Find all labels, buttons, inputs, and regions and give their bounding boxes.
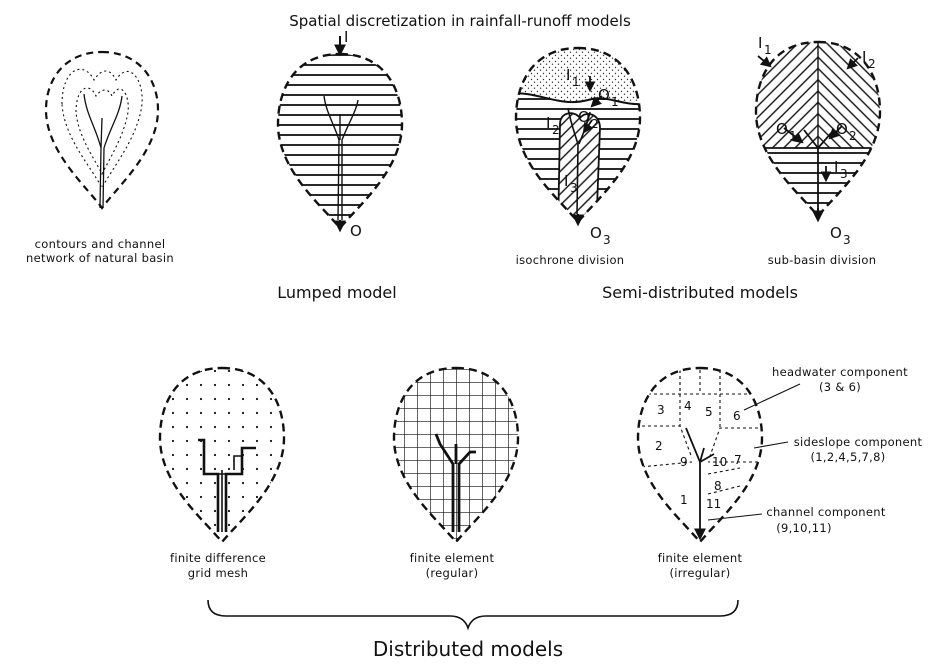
subbasin-caption: sub-basin division [768,253,877,267]
isochrone-o2-arrow [582,119,594,134]
isochrone-panel [514,46,642,227]
fd-channel-cells [208,448,243,532]
fe-irregular-headwater-lines [679,368,721,394]
subbasin-i1-arrow [757,55,772,68]
iso-o3-label: O [590,224,602,242]
fe-regular-channel [434,433,476,532]
element-number-6: 6 [733,409,741,423]
subbasin-o1-arrow [783,127,804,144]
fd-grid-panel [158,366,286,544]
fe-irregular-panel [636,366,764,544]
subbasin-panel [754,40,882,223]
sub-i1-label: I [758,34,762,52]
element-number-11: 11 [706,497,721,511]
lumped-group-label: Lumped model [277,283,396,302]
fd-stepped-channel [198,438,256,532]
natural-caption-line1: contours and channel [35,237,166,251]
iso-i3-label: I [564,172,568,190]
isochrone-o1-arrow [590,95,603,108]
sub-o3-sub: 3 [843,233,851,247]
iso-i1-sub: 1 [572,75,580,89]
iso-o2-label: O [578,108,590,126]
distributed-brace [207,599,739,631]
subbasin-o2-arrow [828,125,843,140]
fe-regular-caption-line2: (regular) [426,566,479,580]
fe-regular-caption-line1: finite element [410,551,495,565]
iso-i1-label: I [566,66,570,84]
iso-i3-sub: 3 [570,181,578,195]
element-number-4: 4 [684,399,692,413]
channel-network [83,93,123,209]
fe-regular-panel [392,366,520,544]
lumped-model-panel [276,36,404,233]
fe-irregular-element-boundaries [638,368,762,495]
isochrone-line-1 [516,92,640,106]
sub-i2-label: I [862,48,866,66]
subbasin-i2-arrow [846,57,859,70]
fe-irregular-channel [685,427,715,538]
sideslope-label: sideslope component [794,435,923,449]
natural-basin-panel [44,50,160,210]
lumped-output-label: O [350,222,362,240]
headwater-label: headwater component [772,365,908,379]
contour-line-inner [75,87,129,176]
sideslope-leader [753,441,789,449]
iso-o3-sub: 3 [603,233,611,247]
sub-i3-sub: 3 [840,167,848,181]
headwater-leader [743,383,801,411]
sub-i3-label: I [834,158,838,176]
element-number-8: 8 [714,479,722,493]
element-number-9: 9 [680,455,688,469]
element-number-2: 2 [655,439,663,453]
lumped-channel [323,95,359,221]
element-number-7: 7 [734,453,742,467]
isochrone-caption: isochrone division [516,253,625,267]
lumped-input-label: I [344,28,348,46]
headwater-ids: (3 & 6) [819,380,861,394]
iso-o1-label: O [598,86,610,104]
isochrone-zone-3 [557,112,601,222]
sub-i2-sub: 2 [868,57,876,71]
iso-o2-sub: 2 [591,117,599,131]
sub-o3-label: O [830,224,842,242]
basin-outline [44,50,160,210]
fd-caption-line2: grid mesh [188,566,248,580]
figure-title: Spatial discretization in rainfall-runof… [289,12,631,30]
sub-o1-sub: 1 [789,129,797,143]
distributed-group-label: Distributed models [373,637,563,661]
iso-o1-sub: 1 [611,95,619,109]
iso-i2-label: I [546,114,550,132]
fd-caption-line1: finite difference [170,551,266,565]
channel-ids: (9,10,11) [776,521,832,535]
channel-label: channel component [766,505,886,519]
fe-irregular-caption-line1: finite element [658,551,743,565]
sub-o2-sub: 2 [849,129,857,143]
element-number-3: 3 [657,403,665,417]
fe-irregular-caption-line2: (irregular) [669,566,730,580]
iso-i2-sub: 2 [552,123,560,137]
semi-group-label: Semi-distributed models [602,283,798,302]
element-number-1: 1 [680,493,688,507]
sub-o1-label: O [776,120,788,138]
element-number-10: 10 [712,455,727,469]
natural-caption-line2: network of natural basin [26,251,174,265]
sub-i1-sub: 1 [764,43,772,57]
sub-o2-label: O [836,120,848,138]
element-number-5: 5 [705,405,713,419]
channel-leader [707,513,763,521]
sideslope-ids: (1,2,4,5,7,8) [810,450,885,464]
